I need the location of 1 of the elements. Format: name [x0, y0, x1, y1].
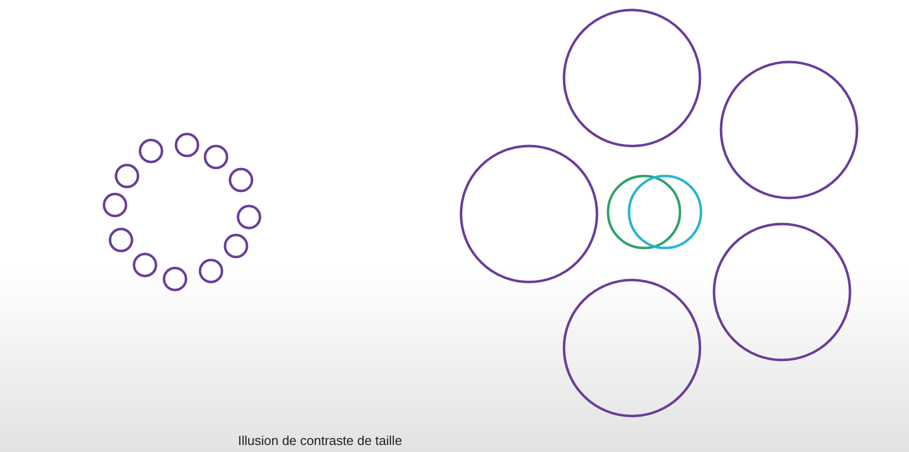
caption: Illusion de contraste de taille: [238, 433, 402, 448]
